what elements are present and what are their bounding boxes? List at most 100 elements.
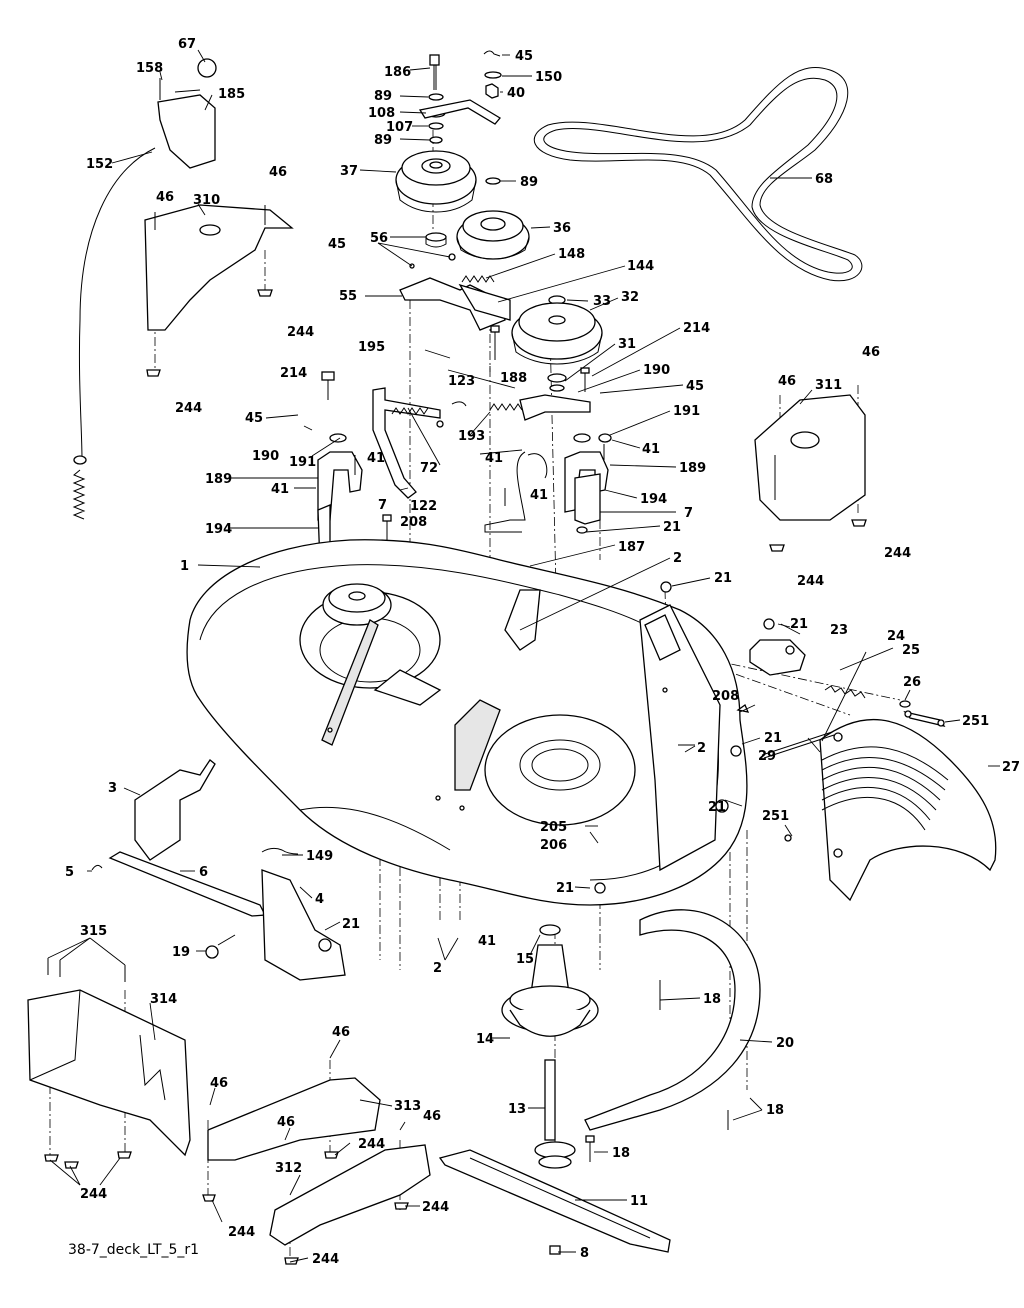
label-144: 144 <box>627 259 654 274</box>
label-310: 310 <box>193 193 220 208</box>
label-21c: 21 <box>790 617 808 632</box>
label-21e: 21 <box>708 800 726 815</box>
label-27: 27 <box>1002 760 1020 775</box>
label-11: 11 <box>630 1194 648 1209</box>
label-41d: 41 <box>485 451 503 466</box>
label-21: 21 <box>663 520 681 535</box>
label-21b: 21 <box>714 571 732 586</box>
label-191b: 191 <box>289 455 316 470</box>
deck-brackets <box>317 371 612 567</box>
label-89c: 89 <box>520 175 538 190</box>
chute-hinge-hardware <box>594 581 946 894</box>
label-37: 37 <box>340 164 358 179</box>
deck-drive-pulley <box>511 295 603 392</box>
label-244f: 244 <box>358 1137 385 1152</box>
label-214b: 214 <box>280 366 307 381</box>
label-244e: 244 <box>80 1187 107 1202</box>
blade-baffle <box>584 909 761 1131</box>
label-46b: 46 <box>269 165 287 180</box>
label-208: 208 <box>400 515 427 530</box>
label-19: 19 <box>172 945 190 960</box>
label-190b: 190 <box>252 449 279 464</box>
label-314: 314 <box>150 992 177 1007</box>
label-26: 26 <box>903 675 921 690</box>
label-41e: 41 <box>530 488 548 503</box>
mower-blade <box>438 1149 671 1255</box>
label-5: 5 <box>65 865 74 880</box>
label-194b: 194 <box>205 522 232 537</box>
left-belt-cover <box>144 204 294 377</box>
label-152: 152 <box>86 157 113 172</box>
label-2b: 2 <box>697 741 706 756</box>
label-244: 244 <box>287 325 314 340</box>
label-15: 15 <box>516 952 534 967</box>
label-36: 36 <box>553 221 571 236</box>
label-32: 32 <box>621 290 639 305</box>
label-188: 188 <box>500 371 527 386</box>
label-23: 23 <box>830 623 848 638</box>
label-315: 315 <box>80 924 107 939</box>
drive-belt <box>533 66 863 282</box>
label-107: 107 <box>386 120 413 135</box>
label-312: 312 <box>275 1161 302 1176</box>
label-21d: 21 <box>764 731 782 746</box>
drawing-id: 38-7_deck_LT_5_r1 <box>68 1242 199 1258</box>
label-21g: 21 <box>556 881 574 896</box>
label-150: 150 <box>535 70 562 85</box>
label-244d: 244 <box>797 574 824 589</box>
label-244h: 244 <box>228 1225 255 1240</box>
label-45b: 45 <box>515 49 533 64</box>
label-148: 148 <box>558 247 585 262</box>
label-123: 123 <box>448 374 475 389</box>
label-7b: 7 <box>378 498 387 513</box>
label-14: 14 <box>476 1032 494 1047</box>
label-214: 214 <box>683 321 710 336</box>
label-18: 18 <box>703 992 721 1007</box>
label-2: 2 <box>673 551 682 566</box>
label-3: 3 <box>108 781 117 796</box>
idler-pulley-stack <box>395 50 530 360</box>
label-1: 1 <box>180 559 189 574</box>
height-adjust-cable <box>72 58 217 520</box>
label-311: 311 <box>815 378 842 393</box>
label-68: 68 <box>815 172 833 187</box>
label-41: 41 <box>642 442 660 457</box>
right-belt-cover <box>754 394 867 552</box>
label-56: 56 <box>370 231 388 246</box>
discharge-chute <box>761 718 997 902</box>
label-194: 194 <box>640 492 667 507</box>
label-20: 20 <box>776 1036 794 1051</box>
label-313: 313 <box>394 1099 421 1114</box>
label-24: 24 <box>887 629 905 644</box>
label-41b: 41 <box>367 451 385 466</box>
label-158: 158 <box>136 61 163 76</box>
label-46g: 46 <box>423 1109 441 1124</box>
label-46d: 46 <box>862 345 880 360</box>
idler-arms <box>372 387 591 533</box>
label-41f: 41 <box>478 934 496 949</box>
label-4: 4 <box>315 892 324 907</box>
mower-deck-housing <box>186 539 748 906</box>
label-46c: 46 <box>778 374 796 389</box>
label-6: 6 <box>199 865 208 880</box>
label-191: 191 <box>673 404 700 419</box>
label-190: 190 <box>643 363 670 378</box>
front-hanger-brackets <box>91 759 346 981</box>
label-29: 29 <box>758 749 776 764</box>
label-25: 25 <box>902 643 920 658</box>
label-89: 89 <box>374 89 392 104</box>
label-251: 251 <box>962 714 989 729</box>
label-185: 185 <box>218 87 245 102</box>
label-244b: 244 <box>175 401 202 416</box>
label-206: 206 <box>540 838 567 853</box>
label-46h: 46 <box>277 1115 295 1130</box>
label-244i: 244 <box>312 1252 339 1267</box>
label-189: 189 <box>679 461 706 476</box>
label-18c: 18 <box>612 1146 630 1161</box>
label-31: 31 <box>618 337 636 352</box>
label-41c: 41 <box>271 482 289 497</box>
label-67: 67 <box>178 37 196 52</box>
label-45: 45 <box>328 237 346 252</box>
label-2c: 2 <box>433 961 442 976</box>
